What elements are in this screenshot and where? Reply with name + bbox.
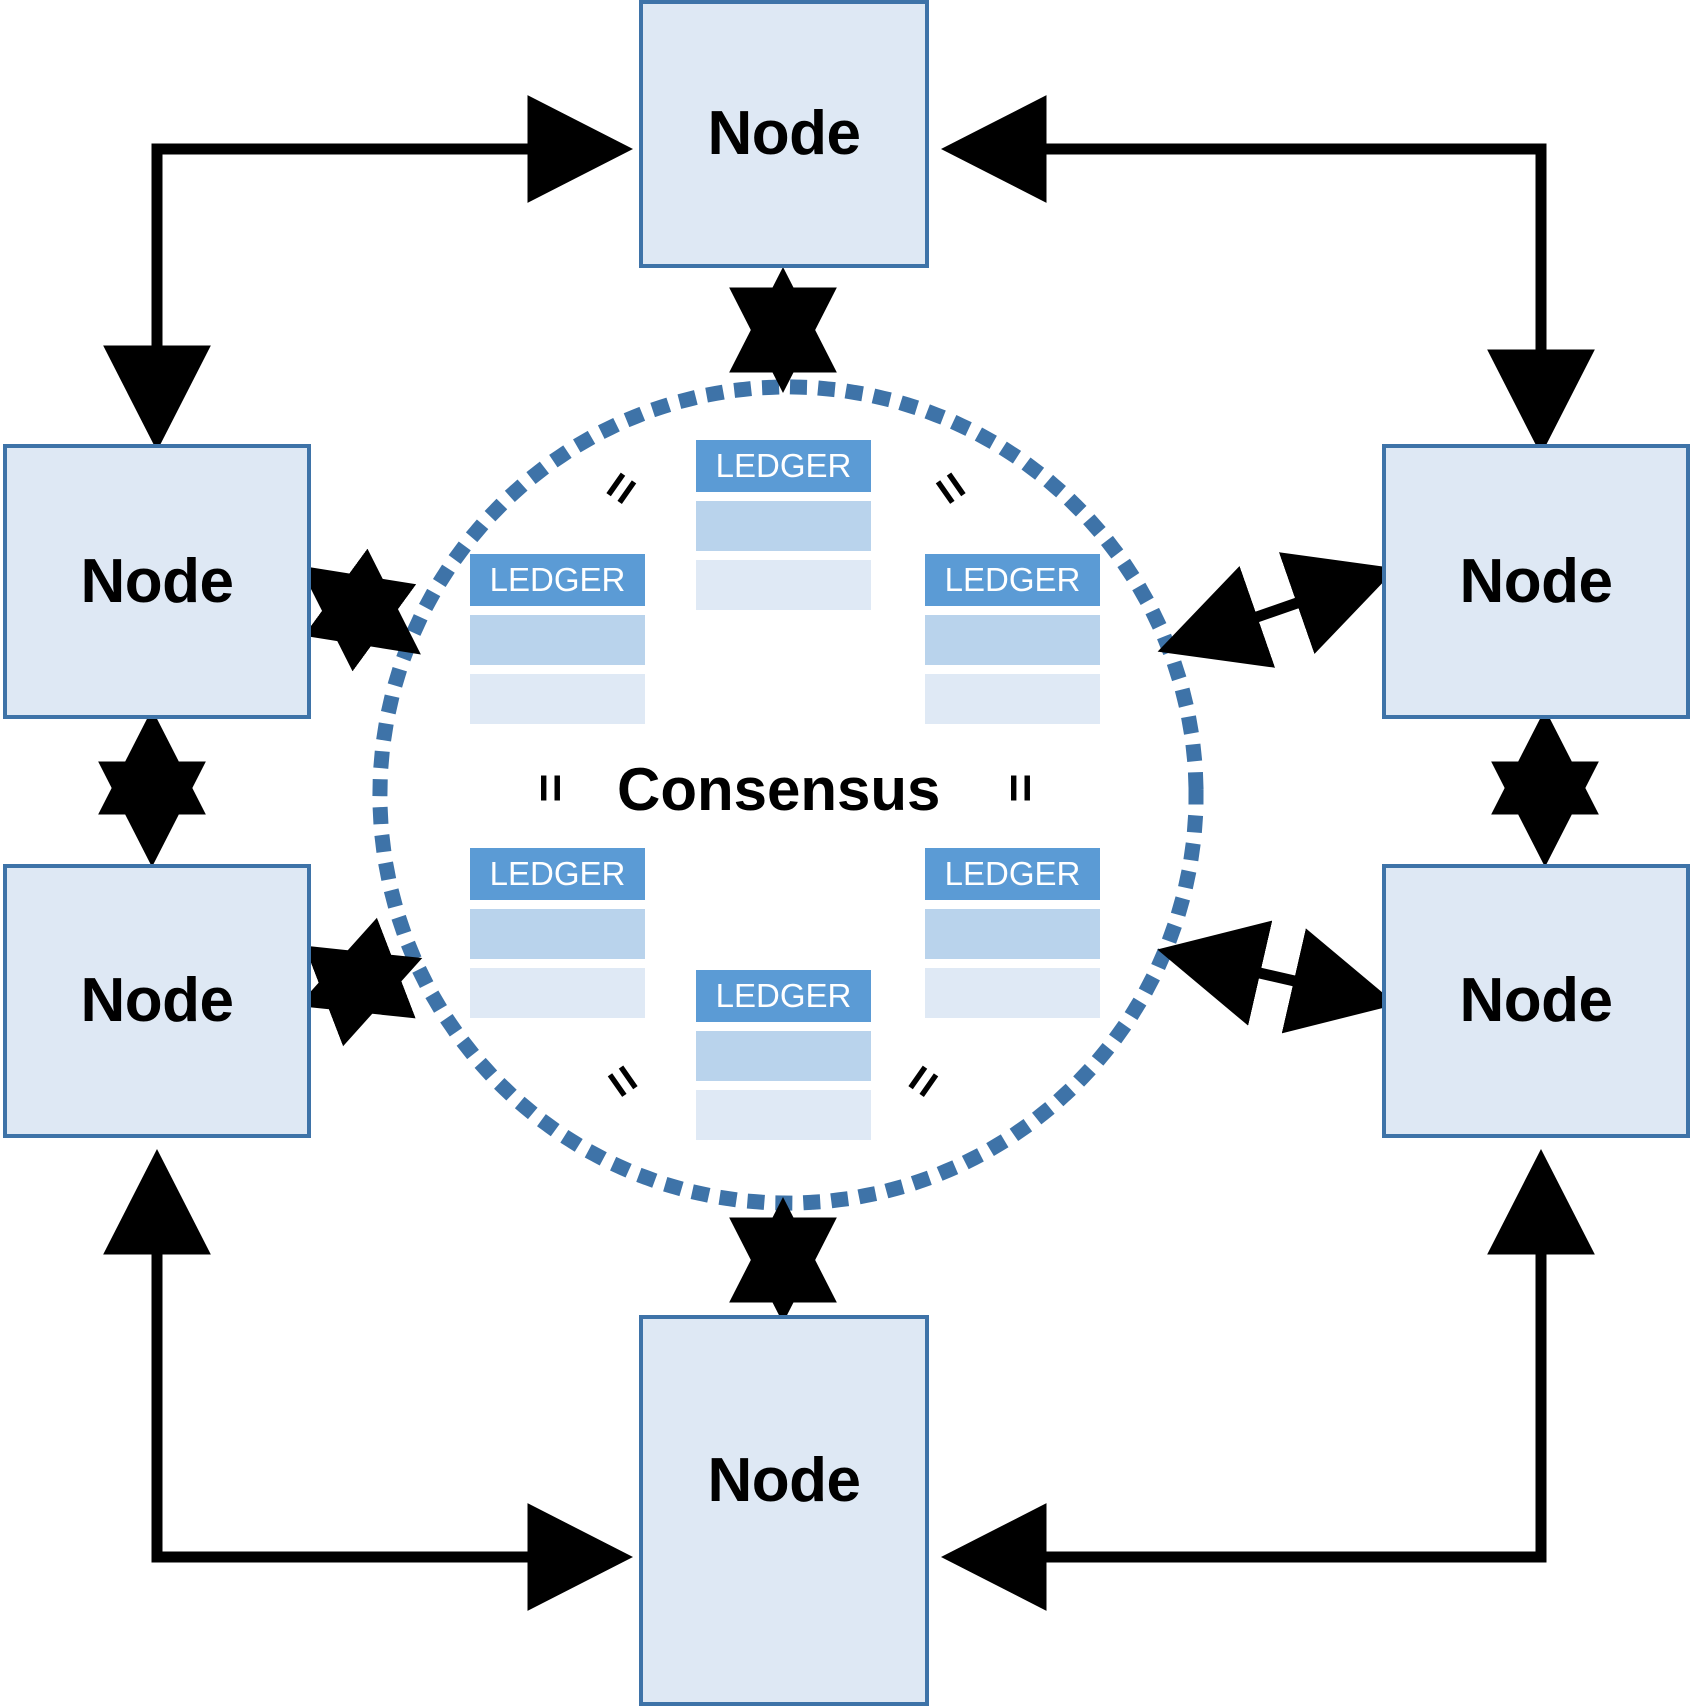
ledger-row <box>925 674 1100 724</box>
node-label: Node <box>80 966 235 1035</box>
node-top[interactable]: Node <box>639 0 929 268</box>
equals-bottom-left: = <box>591 1052 655 1110</box>
ledger-row <box>696 501 871 551</box>
ledger-upper-left[interactable]: LEDGER <box>470 554 645 724</box>
ledger-header: LEDGER <box>470 554 645 606</box>
node-right-upper[interactable]: Node <box>1382 444 1690 719</box>
ledger-header: LEDGER <box>696 970 871 1022</box>
equals-bottom-right: = <box>891 1052 955 1110</box>
node-left-lower[interactable]: Node <box>3 864 311 1138</box>
ledger-header: LEDGER <box>925 848 1100 900</box>
equals-top-right: = <box>919 459 983 517</box>
node-label: Node <box>1459 966 1614 1035</box>
spoke-left-lower <box>297 917 423 1047</box>
node-bottom[interactable]: Node <box>639 1315 929 1706</box>
ledger-row <box>696 1031 871 1081</box>
ledger-row <box>470 615 645 665</box>
connector-topleft-elbow <box>103 95 633 451</box>
ledger-bottom[interactable]: LEDGER <box>696 970 871 1140</box>
ledger-lower-left[interactable]: LEDGER <box>470 848 645 1018</box>
ledger-header: LEDGER <box>696 440 871 492</box>
node-label: Node <box>707 1445 862 1515</box>
ledger-row <box>696 1090 871 1140</box>
ledger-row <box>925 968 1100 1018</box>
ledger-row <box>470 674 645 724</box>
node-left-upper[interactable]: Node <box>3 444 311 719</box>
spoke-left-upper <box>299 548 421 672</box>
ledger-top[interactable]: LEDGER <box>696 440 871 610</box>
equals-middle-left: = <box>523 773 579 803</box>
ledger-header: LEDGER <box>470 848 645 900</box>
ledger-row <box>925 615 1100 665</box>
ledger-lower-right[interactable]: LEDGER <box>925 848 1100 1018</box>
node-label: Node <box>1459 546 1614 616</box>
equals-middle-right: = <box>993 773 1049 803</box>
spoke-right-lower <box>1157 920 1397 1034</box>
ledger-header: LEDGER <box>925 554 1100 606</box>
ledger-row <box>696 560 871 610</box>
ledger-row <box>925 909 1100 959</box>
equals-top-left: = <box>589 459 653 517</box>
ledger-row <box>470 909 645 959</box>
ledger-row <box>470 968 645 1018</box>
connector-bottomright-elbow <box>941 1149 1595 1611</box>
node-label: Node <box>80 546 235 616</box>
ledger-upper-right[interactable]: LEDGER <box>925 554 1100 724</box>
spoke-right-upper <box>1157 552 1397 668</box>
node-right-lower[interactable]: Node <box>1382 864 1690 1138</box>
connector-topright-elbow <box>941 95 1595 455</box>
consensus-label: Consensus <box>617 756 941 823</box>
node-label: Node <box>707 99 862 168</box>
connector-bottomleft-elbow <box>103 1149 633 1611</box>
